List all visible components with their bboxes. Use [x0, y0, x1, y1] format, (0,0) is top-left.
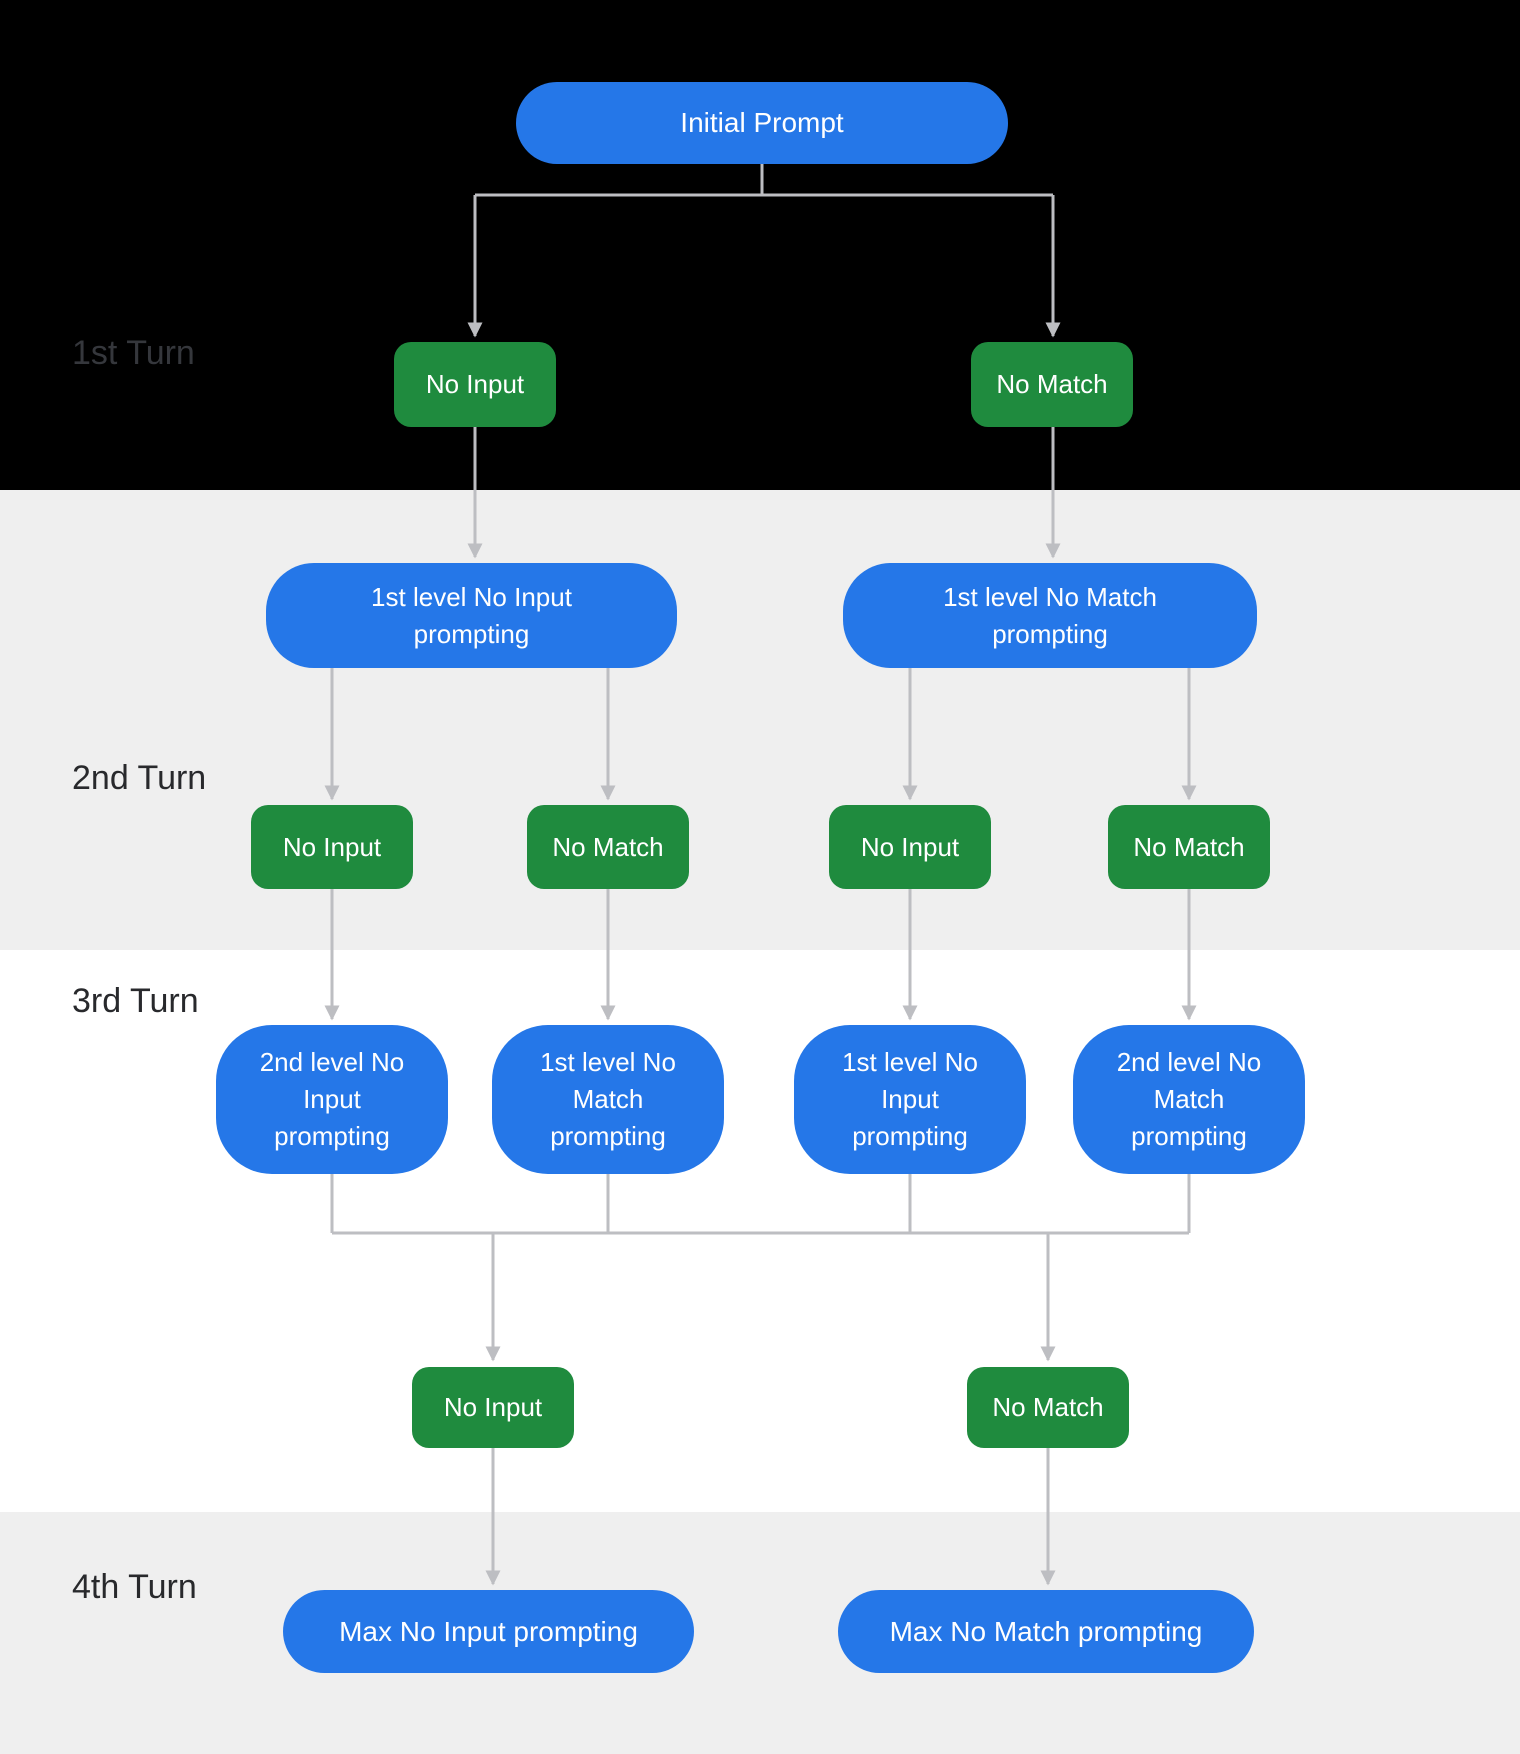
node-1st-level-no-match-prompting-2: 1st level No Match prompting — [492, 1025, 724, 1174]
node-no-match-turn3: No Match — [967, 1367, 1129, 1448]
node-1st-level-no-input-prompting-2: 1st level No Input prompting — [794, 1025, 1026, 1174]
node-no-match-turn1: No Match — [971, 342, 1133, 427]
turn-label-1: 1st Turn — [72, 334, 195, 372]
turn-label-2: 2nd Turn — [72, 759, 207, 797]
node-max-no-input-prompting: Max No Input prompting — [283, 1590, 694, 1673]
turn-2-band — [0, 490, 1520, 950]
node-no-input-turn1: No Input — [394, 342, 556, 427]
node-max-no-match-prompting: Max No Match prompting — [838, 1590, 1254, 1673]
node-no-match-turn2-left: No Match — [527, 805, 689, 889]
node-2nd-level-no-match-prompting: 2nd level No Match prompting — [1073, 1025, 1305, 1174]
turn-4-band — [0, 1512, 1520, 1754]
node-1st-level-no-input-prompting: 1st level No Input prompting — [266, 563, 677, 668]
node-2nd-level-no-input-prompting: 2nd level No Input prompting — [216, 1025, 448, 1174]
node-initial-prompt: Initial Prompt — [516, 82, 1008, 164]
turn-label-4: 4th Turn — [72, 1568, 197, 1606]
turn-1-band — [0, 0, 1520, 490]
node-no-input-turn3: No Input — [412, 1367, 574, 1448]
turn-label-3: 3rd Turn — [72, 982, 199, 1020]
node-no-input-turn2-left: No Input — [251, 805, 413, 889]
node-1st-level-no-match-prompting: 1st level No Match prompting — [843, 563, 1257, 668]
node-no-match-turn2-right: No Match — [1108, 805, 1270, 889]
turn-3-band — [0, 950, 1520, 1512]
node-no-input-turn2-right: No Input — [829, 805, 991, 889]
